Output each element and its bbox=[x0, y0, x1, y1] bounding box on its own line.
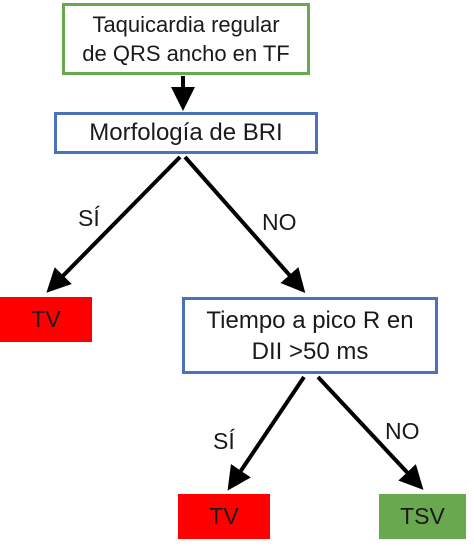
start-node-line1: Taquicardia regular bbox=[92, 12, 280, 37]
result-node-tsv-text: TSV bbox=[400, 503, 445, 529]
result-node-tsv: TSV bbox=[379, 494, 466, 539]
result-node-tv-1-text: TV bbox=[31, 306, 61, 332]
result-node-tv-2-text: TV bbox=[209, 503, 239, 529]
arrow-question1-yes bbox=[46, 155, 182, 293]
decision-node-r-peak: Tiempo a pico R en DII >50 ms bbox=[182, 297, 438, 374]
edge-label-q2-no: NO bbox=[385, 418, 420, 444]
arrow-question1-no bbox=[183, 155, 306, 293]
result-node-tv-1: TV bbox=[0, 297, 92, 342]
edge-label-q2-yes: SÍ bbox=[213, 428, 235, 454]
decision-node-r-peak-line1: Tiempo a pico R en bbox=[206, 306, 414, 334]
arrow-question2-yes bbox=[227, 375, 306, 491]
arrow-question2-no bbox=[316, 375, 424, 490]
edge-label-q1-yes: SÍ bbox=[78, 205, 100, 231]
decision-node-r-peak-line2: DII >50 ms bbox=[251, 337, 369, 365]
edge-label-q1-no: NO bbox=[262, 209, 297, 235]
start-node-line2: de QRS ancho en TF bbox=[82, 41, 290, 66]
decision-node-bri-text: Morfología de BRI bbox=[89, 119, 283, 146]
result-node-tv-2: TV bbox=[178, 494, 270, 539]
decision-node-bri: Morfología de BRI bbox=[54, 112, 318, 154]
start-node: Taquicardia regular de QRS ancho en TF bbox=[62, 3, 310, 75]
